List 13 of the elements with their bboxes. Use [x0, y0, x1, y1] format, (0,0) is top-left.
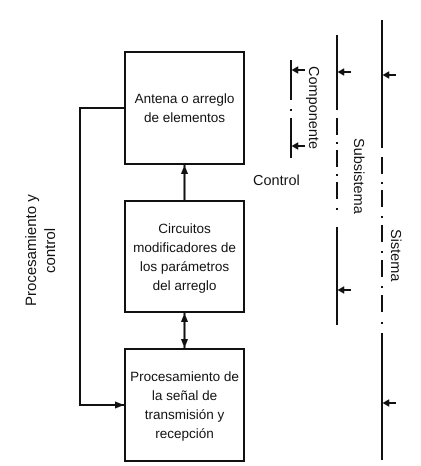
arrow — [180, 165, 188, 200]
scope-label: Subsistema — [349, 137, 366, 216]
box-text: Circuitos modificadores de los parámetros del arreglo — [132, 220, 237, 294]
box-text: Antena o arreglo de elementos — [134, 90, 236, 127]
arrow — [180, 313, 188, 348]
process-box — [124, 51, 245, 165]
process-box — [124, 200, 245, 313]
scope-label: Sistema — [386, 228, 403, 284]
process-box — [124, 348, 245, 462]
edge-label: Procesamiento y control — [22, 193, 60, 308]
box-text: Procesamiento de la señal de transmisión y recepción — [130, 368, 239, 443]
arrow — [79, 107, 124, 409]
scope-label: Componente — [304, 65, 321, 152]
